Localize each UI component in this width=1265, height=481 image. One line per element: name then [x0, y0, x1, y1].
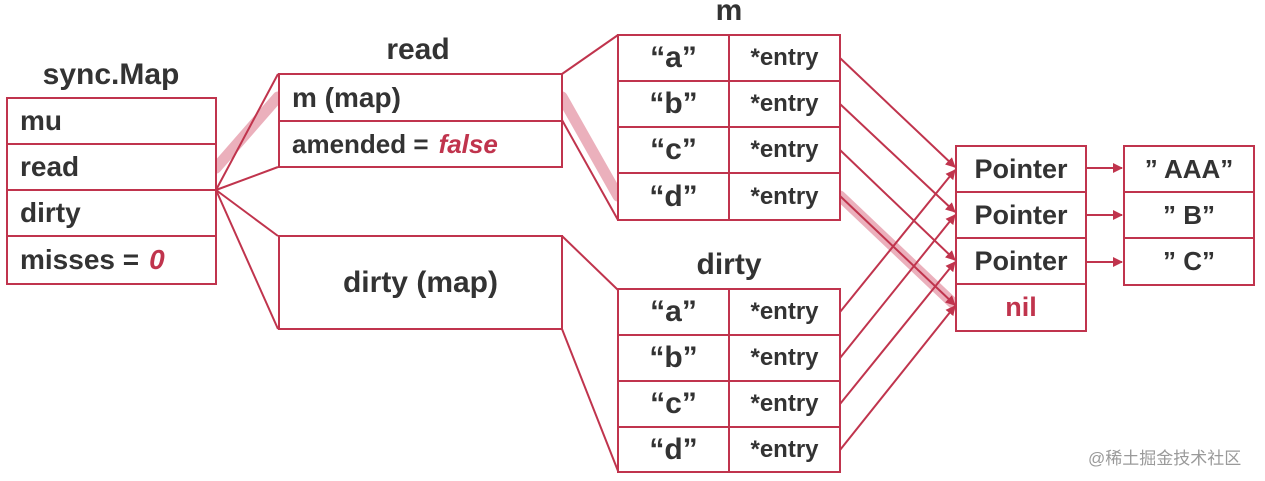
pointer-1: Pointer — [955, 145, 1087, 193]
connector-read-bottom — [215, 166, 279, 191]
m-table-title: m — [715, 0, 743, 27]
dirty-table-title: dirty — [696, 248, 762, 281]
m-key-b: “b” — [617, 80, 730, 128]
dirty-key-c: “c” — [617, 380, 730, 428]
arrow-m-b — [839, 103, 956, 213]
dirty-entry-d: *entry — [728, 426, 841, 473]
connector-dirty-bottom — [215, 189, 279, 330]
value-b: ” B” — [1123, 191, 1255, 239]
dirty-key-b: “b” — [617, 334, 730, 382]
dirty-entry-a: *entry — [728, 288, 841, 336]
misses-value: 0 — [149, 244, 165, 275]
syncmap-field-dirty: dirty — [6, 189, 217, 237]
dirty-key-d: “d” — [617, 426, 730, 473]
value-c: ” C” — [1123, 237, 1255, 286]
value-aaa: ” AAA” — [1123, 145, 1255, 193]
pointer-2: Pointer — [955, 191, 1087, 239]
nil-box: nil — [955, 283, 1087, 332]
m-entry-a: *entry — [728, 34, 841, 82]
read-title: read — [386, 33, 450, 66]
connector-dirty-map-bottom — [561, 328, 619, 472]
arrow-m-d — [839, 195, 956, 306]
connector-m-top — [561, 34, 619, 75]
syncmap-field-mu: mu — [6, 97, 217, 145]
read-field-amended: amended = false — [278, 120, 563, 168]
arrow-dirty-b — [839, 214, 956, 359]
pointer-3: Pointer — [955, 237, 1087, 285]
arrow-dirty-c — [839, 261, 956, 405]
amended-label: amended = — [292, 128, 429, 159]
m-key-a: “a” — [617, 34, 730, 82]
syncmap-title: sync.Map — [42, 58, 180, 91]
connector-dirty-map-top — [561, 235, 619, 291]
m-entry-b: *entry — [728, 80, 841, 128]
dirty-entry-b: *entry — [728, 334, 841, 382]
amended-value: false — [438, 128, 498, 159]
m-key-d: “d” — [617, 172, 730, 221]
misses-label: misses = — [20, 244, 140, 275]
arrow-dirty-a — [839, 169, 956, 313]
dirty-key-a: “a” — [617, 288, 730, 336]
m-entry-c: *entry — [728, 126, 841, 174]
dirty-map-box: dirty (map) — [278, 235, 563, 330]
connector-m-bottom — [561, 119, 619, 221]
dirty-entry-c: *entry — [728, 380, 841, 428]
m-entry-d: *entry — [728, 172, 841, 221]
m-key-c: “c” — [617, 126, 730, 174]
watermark-text: @稀土掘金技术社区 — [1088, 449, 1242, 468]
connector-dirty-top — [215, 189, 279, 237]
arrow-dirty-d — [839, 305, 956, 451]
syncmap-field-read: read — [6, 143, 217, 191]
syncmap-field-misses: misses = 0 — [6, 235, 217, 285]
arrow-m-c — [839, 149, 956, 261]
arrow-m-a — [839, 57, 956, 168]
read-field-m: m (map) — [278, 73, 563, 122]
connector-read-top — [215, 73, 279, 191]
